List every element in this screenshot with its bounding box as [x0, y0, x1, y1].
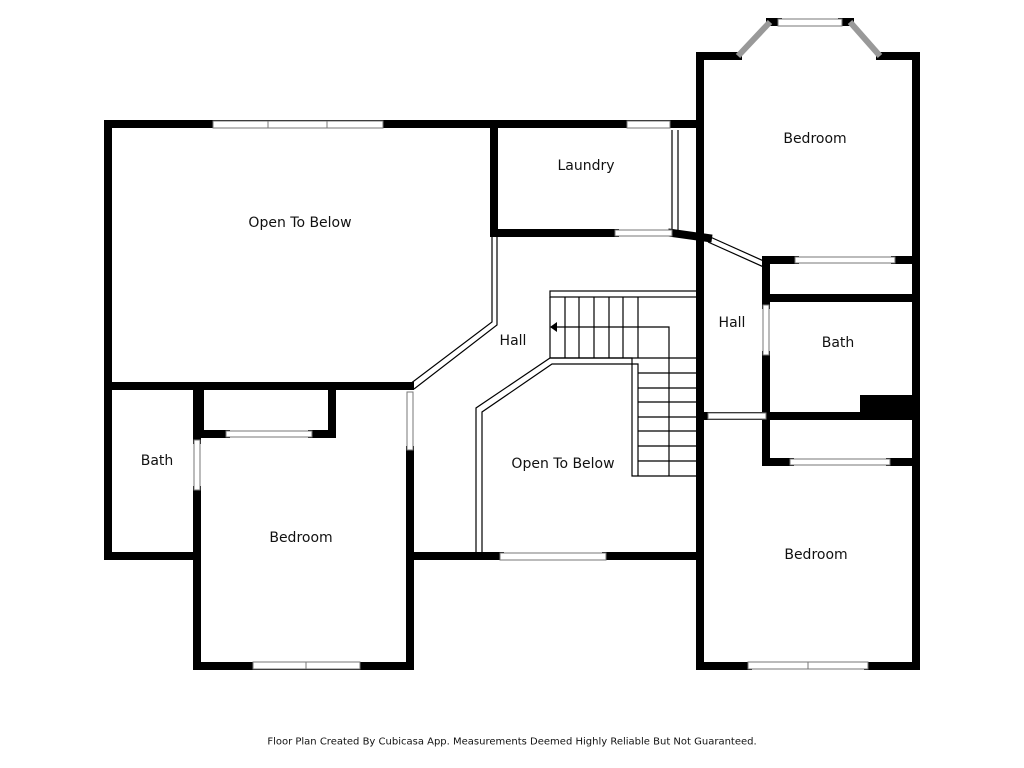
room-label-hall: Hall [499, 333, 527, 349]
thin-walls [409, 130, 767, 552]
room-label-bedroom: Bedroom [269, 530, 333, 546]
footer-disclaimer: Floor Plan Created By Cubicasa App. Meas… [267, 736, 757, 748]
room-label-bath: Bath [140, 453, 174, 469]
room-label-bath: Bath [821, 335, 855, 351]
chimney-block [860, 395, 916, 418]
room-label-laundry: Laundry [557, 158, 615, 174]
room-label-open-to-below: Open To Below [511, 456, 615, 472]
stairs [549, 290, 701, 476]
room-label-open-to-below: Open To Below [248, 215, 352, 231]
room-label-bedroom: Bedroom [783, 131, 847, 147]
stair-arrow-icon [550, 322, 557, 332]
room-label-bedroom: Bedroom [784, 547, 848, 563]
walls [104, 18, 920, 670]
windows [193, 18, 896, 670]
room-label-hall: Hall [718, 315, 746, 331]
